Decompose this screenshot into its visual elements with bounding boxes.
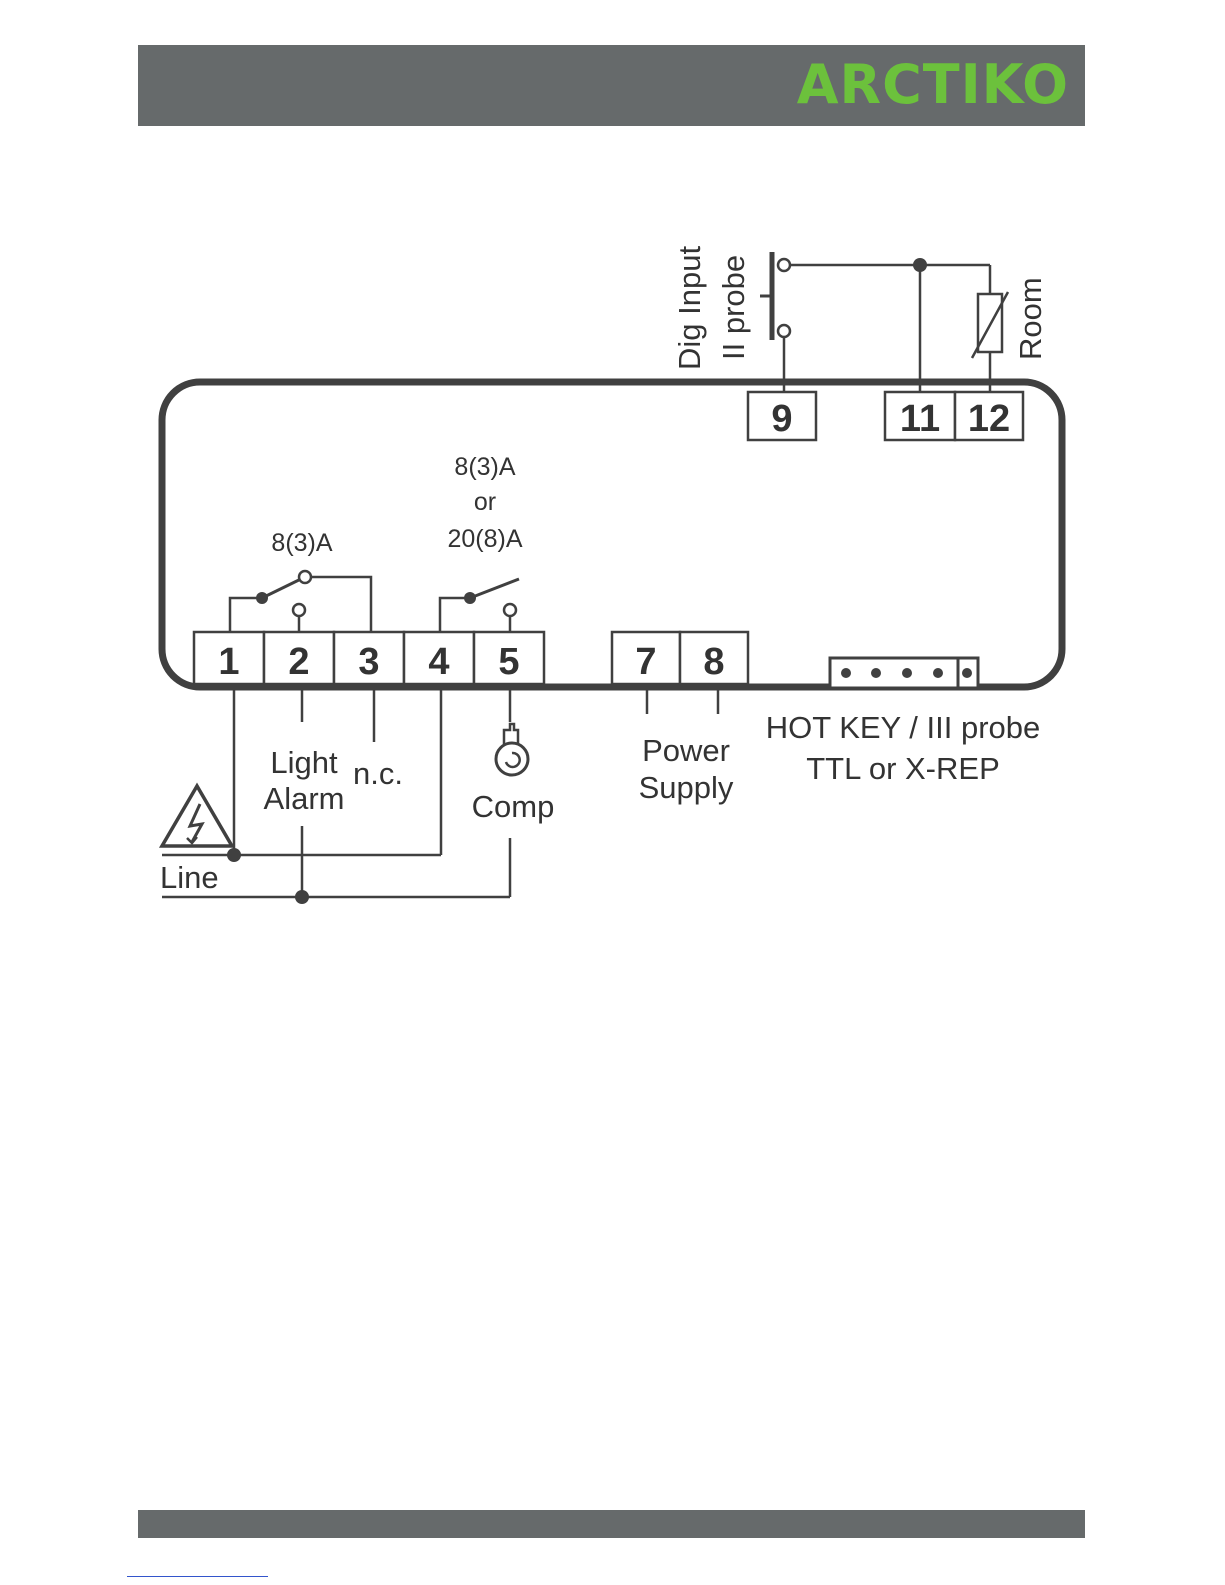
relay2-rating-line1: 8(3)A [454, 453, 515, 481]
alarm-label: Alarm [264, 781, 345, 816]
terminal-4-label: 4 [428, 641, 449, 683]
light-label: Light [270, 745, 338, 780]
comp-label: Comp [472, 789, 555, 824]
supply-label: Supply [639, 770, 734, 805]
compressor-icon [496, 724, 528, 775]
relay2-rating-line2: or [474, 488, 496, 516]
relay2-rating-line3: 20(8)A [447, 525, 522, 553]
nc-label: n.c. [353, 756, 403, 791]
terminal-12-label: 12 [968, 398, 1010, 440]
terminal-9-label: 9 [771, 398, 792, 440]
terminal-7-label: 7 [635, 641, 656, 683]
terminal-11-label: 11 [900, 398, 940, 440]
ttl-label: TTL or X-REP [806, 751, 1000, 786]
high-voltage-warning-icon [162, 786, 232, 846]
relay1-rating: 8(3)A [271, 529, 332, 557]
ii-probe-label: II probe [716, 255, 751, 360]
terminal-3-label: 3 [358, 641, 379, 683]
terminal-2-label: 2 [288, 641, 309, 683]
terminal-1-label: 1 [218, 641, 239, 683]
terminal-8-label: 8 [703, 641, 724, 683]
power-label: Power [642, 733, 730, 768]
terminal-5-label: 5 [498, 641, 519, 683]
footer-bar [138, 1510, 1085, 1538]
line-label: Line [160, 860, 219, 895]
dig-input-label: Dig Input [672, 246, 707, 370]
bottom-rule [127, 1576, 268, 1577]
hotkey-label: HOT KEY / III probe [766, 710, 1041, 745]
room-label: Room [1013, 277, 1048, 360]
